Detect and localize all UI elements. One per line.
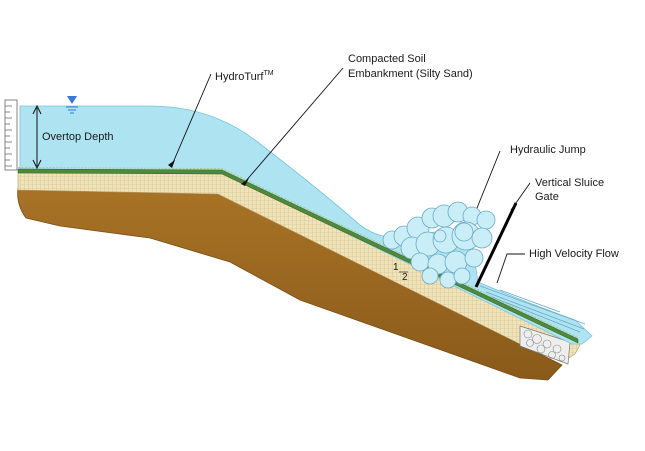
high-velocity-flow-label: High Velocity Flow	[529, 248, 619, 260]
riprap-toe	[519, 325, 571, 365]
overtop-depth-label: Overtop Depth	[42, 131, 114, 143]
slope-ratio-top: 1	[393, 262, 399, 273]
high-velocity-streaks	[479, 285, 586, 333]
compacted-soil-label-line1: Compacted Soil	[348, 53, 426, 65]
hydroturf-label: HydroTurfTM	[215, 70, 274, 83]
sluice-gate-label-line2: Gate	[535, 191, 559, 203]
foundation-soil	[17, 187, 563, 381]
water-level-gauge	[4, 99, 18, 171]
water-flow	[19, 105, 593, 345]
slope-ratio-bottom: 2	[402, 272, 408, 283]
vertical-sluice-gate	[474, 202, 518, 288]
compacted-soil-label-line2: Embankment (Silty Sand)	[348, 68, 473, 80]
water-level-icon	[66, 96, 78, 114]
hydraulic-jump-label: Hydraulic Jump	[510, 144, 586, 156]
overtop-depth-dimension	[32, 104, 42, 170]
slope-ratio-marker: 1 2	[393, 262, 408, 283]
leader-lines	[168, 67, 531, 284]
hydraulic-jump-turbulence	[382, 201, 496, 289]
hydroturf-layer	[17, 168, 579, 344]
sluice-gate-label-line1: Vertical Sluice	[535, 177, 604, 189]
